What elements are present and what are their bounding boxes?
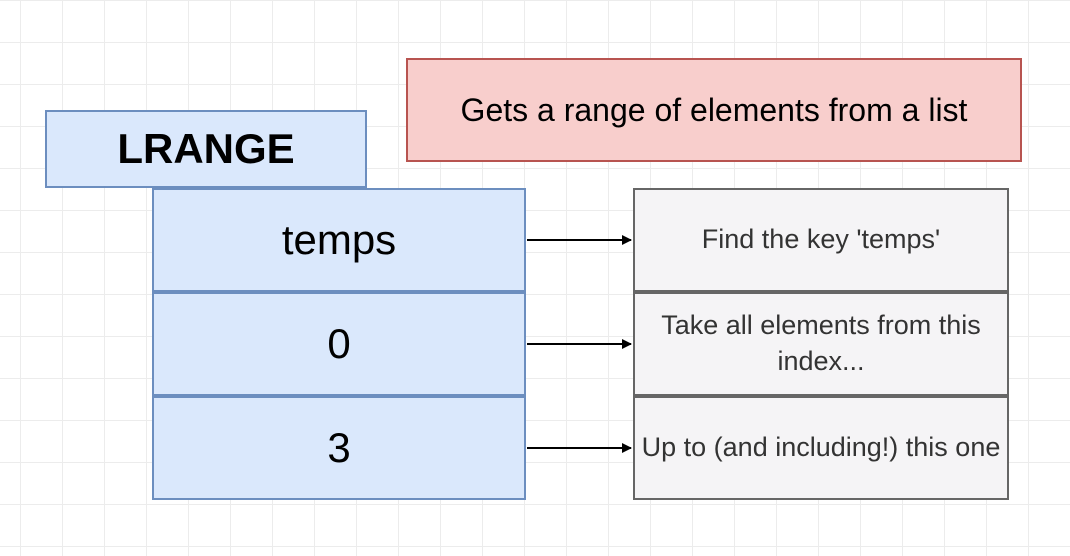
note-text: Find the key 'temps' [701,224,941,255]
command-description-box: Gets a range of elements from a list [406,58,1022,162]
note-text: Take all elements from this index... [661,310,981,376]
command-name-box: LRANGE [45,110,367,188]
note-text: Up to (and including!) this one [641,432,1001,463]
note-box-stop: Up to (and including!) this one [633,396,1009,500]
argument-value: 0 [327,320,351,367]
argument-box-stop: 3 [152,396,526,500]
argument-value: 3 [327,424,351,471]
note-box-start: Take all elements from this index... [633,292,1009,396]
argument-box-start: 0 [152,292,526,396]
command-description: Gets a range of elements from a list [460,91,968,128]
command-name: LRANGE [117,125,295,172]
argument-value: temps [281,216,397,263]
argument-box-key: temps [152,188,526,292]
note-box-key: Find the key 'temps' [633,188,1009,292]
